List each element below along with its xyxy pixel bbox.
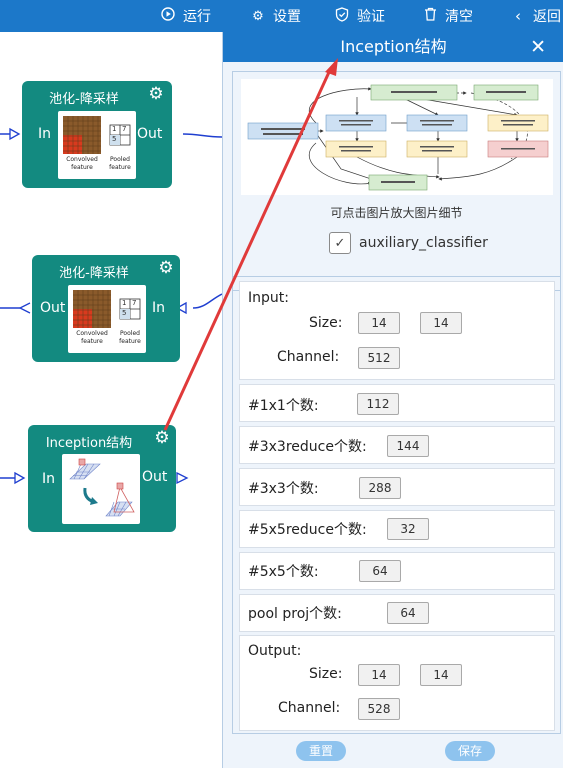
pooling-node-2[interactable]: 池化-降采样 ⚙ Out In 1 7 5 Convolved feature …: [32, 255, 180, 362]
close-icon[interactable]: ✕: [530, 36, 546, 58]
field-5x5: #5x5个数: 64: [239, 552, 555, 590]
input-channel-field[interactable]: 512: [358, 347, 400, 369]
back-button[interactable]: ‹ 返回: [510, 0, 561, 32]
output-card: Output: Size: 14 14 Channel: 528: [239, 635, 555, 731]
pooling-grid-icon: [73, 290, 141, 328]
input-channel-label: Channel:: [277, 349, 340, 365]
pooling-illustration: 1 7 5 Convolved feature Pooled feature: [58, 111, 136, 179]
run-button[interactable]: 运行: [160, 0, 211, 32]
pooled-caption: Pooled feature: [109, 156, 131, 171]
panel-title: Inception结构: [340, 37, 447, 56]
reset-button[interactable]: 重置: [296, 741, 346, 761]
node-out-port[interactable]: Out: [137, 126, 163, 142]
validate-label: 验证: [357, 9, 385, 25]
output-size-label: Size:: [309, 666, 343, 682]
shield-check-icon: [334, 6, 350, 26]
pooled-caption: Pooled feature: [119, 330, 141, 345]
count-5x5reduce-input[interactable]: 32: [387, 518, 429, 540]
count-3x3reduce-input[interactable]: 144: [387, 435, 429, 457]
parameter-form: Input: Size: 14 14 Channel: 512 #1x1个数: …: [232, 276, 561, 734]
node-title: 池化-降采样: [59, 266, 129, 281]
input-size-width-field[interactable]: 14: [420, 312, 462, 334]
input-size-label: Size:: [309, 315, 343, 331]
workflow-canvas[interactable]: 池化-降采样 ⚙ In Out 1 7 5 Convolved feature …: [0, 32, 222, 768]
field-3x3: #3x3个数: 288: [239, 468, 555, 506]
back-label: 返回: [533, 9, 561, 25]
convolved-caption: Convolved feature: [76, 330, 108, 345]
field-label: #1x1个数:: [248, 398, 319, 414]
clear-button[interactable]: 清空: [422, 0, 473, 32]
node-out-port[interactable]: Out: [40, 300, 66, 316]
pooling-grid-icon: [63, 116, 131, 154]
validate-button[interactable]: 验证: [334, 0, 385, 32]
field-label: #5x5reduce个数:: [248, 522, 367, 538]
convolved-caption: Convolved feature: [66, 156, 98, 171]
gear-icon: ⚙: [252, 8, 264, 24]
grid-number: 1: [112, 125, 117, 133]
inception-structure-preview[interactable]: [241, 79, 553, 195]
grid-number: 5: [122, 309, 127, 317]
panel-header: Inception结构 ✕: [223, 32, 563, 62]
play-circle-icon: [160, 7, 176, 25]
count-5x5-input[interactable]: 64: [359, 560, 401, 582]
auxiliary-classifier-checkbox[interactable]: ✓ auxiliary_classifier: [329, 232, 488, 254]
field-pool-proj: pool proj个数: 64: [239, 594, 555, 632]
output-channel-field[interactable]: 528: [358, 698, 400, 720]
grid-number: 7: [122, 125, 127, 133]
node-title: Inception结构: [45, 436, 133, 451]
inception-illustration: [62, 454, 140, 524]
trash-icon: [422, 7, 438, 25]
node-in-port[interactable]: In: [152, 300, 166, 316]
input-size-height-field[interactable]: 14: [358, 312, 400, 334]
inception-node[interactable]: Inception结构 ⚙ In Out: [28, 425, 176, 532]
count-3x3-input[interactable]: 288: [359, 477, 401, 499]
structure-image-section: 可点击图片放大图片细节 ✓ auxiliary_classifier: [232, 71, 561, 291]
checkmark-icon[interactable]: ✓: [329, 232, 351, 254]
pooling-illustration: 1 7 5 Convolved feature Pooled feature: [68, 285, 146, 353]
node-in-port[interactable]: In: [38, 126, 52, 142]
chevron-left-icon: ‹: [515, 7, 521, 25]
gear-icon[interactable]: ⚙: [158, 258, 174, 278]
settings-label: 设置: [273, 9, 301, 25]
output-size-height-field[interactable]: 14: [358, 664, 400, 686]
count-pool-proj-input[interactable]: 64: [387, 602, 429, 624]
gear-icon[interactable]: ⚙: [154, 428, 170, 448]
clear-label: 清空: [445, 9, 473, 25]
output-channel-label: Channel:: [278, 700, 341, 716]
field-label: #3x3reduce个数:: [248, 439, 367, 455]
node-out-port[interactable]: Out: [142, 469, 168, 485]
grid-number: 1: [122, 299, 127, 307]
field-5x5reduce: #5x5reduce个数: 32: [239, 510, 555, 548]
input-card: Input: Size: 14 14 Channel: 512: [239, 281, 555, 380]
pooling-node-1[interactable]: 池化-降采样 ⚙ In Out 1 7 5 Convolved feature …: [22, 81, 172, 188]
count-1x1-input[interactable]: 112: [357, 393, 399, 415]
field-label: pool proj个数:: [248, 606, 342, 622]
inception-diagram-icon: [69, 458, 135, 517]
top-toolbar: 运行 ⚙ 设置 验证 清空 ‹ 返回: [0, 0, 563, 32]
inception-settings-panel: Inception结构 ✕: [222, 32, 563, 768]
output-heading: Output:: [248, 643, 302, 659]
grid-number: 7: [132, 299, 137, 307]
settings-button[interactable]: ⚙ 设置: [250, 0, 301, 32]
zoom-hint-text: 可点击图片放大图片细节: [330, 206, 463, 220]
save-button[interactable]: 保存: [445, 741, 495, 761]
output-size-width-field[interactable]: 14: [420, 664, 462, 686]
inception-flow-diagram: [247, 84, 549, 191]
auxiliary-classifier-label: auxiliary_classifier: [359, 235, 488, 251]
run-label: 运行: [183, 9, 211, 25]
field-label: #3x3个数:: [248, 481, 319, 497]
node-in-port[interactable]: In: [42, 471, 56, 487]
node-title: 池化-降采样: [49, 92, 119, 107]
field-label: #5x5个数:: [248, 564, 319, 580]
input-heading: Input:: [248, 290, 289, 306]
grid-number: 5: [112, 135, 117, 143]
gear-icon[interactable]: ⚙: [148, 84, 164, 104]
field-3x3reduce: #3x3reduce个数: 144: [239, 426, 555, 464]
field-1x1: #1x1个数: 112: [239, 384, 555, 422]
